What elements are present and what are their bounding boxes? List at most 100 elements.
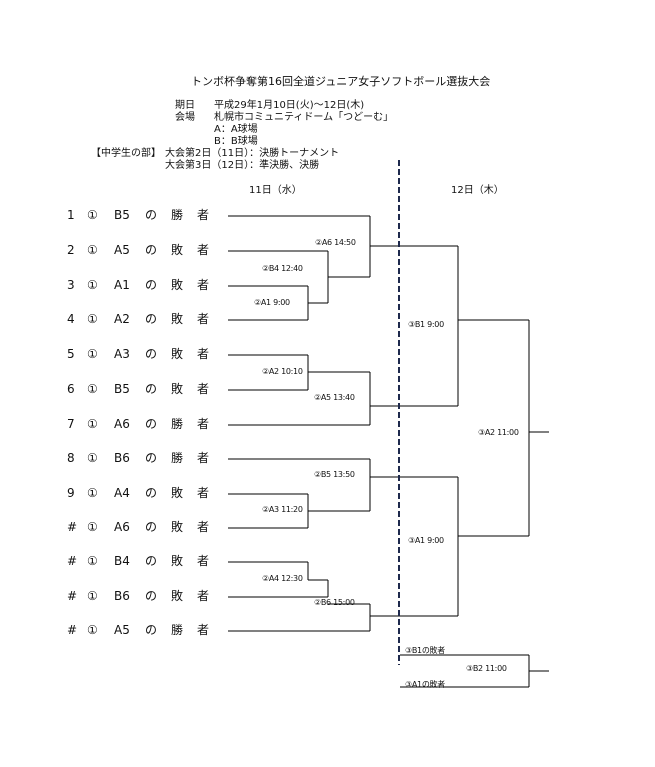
- date-value: 平成29年1月10日(火)～12日(木): [214, 100, 365, 111]
- entry-match: A6: [114, 417, 130, 431]
- entry-number: #: [67, 589, 78, 603]
- entry-round: ①: [87, 486, 98, 500]
- entry-match: B5: [114, 382, 130, 396]
- entry-result: 敗: [171, 520, 184, 534]
- entry-number: 1: [67, 208, 75, 222]
- entry-match: B6: [114, 589, 130, 603]
- entry-particle: の: [145, 520, 158, 534]
- entry-number: #: [67, 554, 78, 568]
- entry-particle: の: [145, 589, 158, 603]
- tournament-title: トンボ杯争奪第16回全道ジュニア女子ソフトボール選抜大会: [191, 75, 491, 88]
- entry-number: 8: [67, 451, 75, 465]
- final-a2-label: ③A2 11:00: [478, 428, 519, 437]
- third-place-b2-label: ③B2 11:00: [466, 664, 507, 673]
- venue-label: 会場: [175, 112, 195, 123]
- entry-result: 敗: [171, 382, 184, 396]
- entry-result: 敗: [171, 554, 184, 568]
- entry-particle: の: [145, 208, 158, 222]
- entry-round: ①: [87, 554, 98, 568]
- entry-particle: の: [145, 451, 158, 465]
- entry-suffix: 者: [197, 382, 210, 396]
- entry-particle: の: [145, 347, 158, 361]
- date-label: 期日: [175, 100, 195, 111]
- entry-number: 7: [67, 417, 75, 431]
- court-b: B：B球場: [214, 136, 258, 147]
- entry-match: B6: [114, 451, 130, 465]
- entry-particle: の: [145, 382, 158, 396]
- entry-suffix: 者: [197, 451, 210, 465]
- entry-suffix: 者: [197, 312, 210, 326]
- entry-match: A2: [114, 312, 130, 326]
- entry-match: B5: [114, 208, 130, 222]
- entry-suffix: 者: [197, 278, 210, 292]
- entry-result: 敗: [171, 243, 184, 257]
- day-12-header: 12日（木）: [451, 185, 504, 196]
- entry-match: A5: [114, 243, 130, 257]
- match-a4-label: ②A4 12:30: [262, 574, 303, 583]
- entry-suffix: 者: [197, 623, 210, 637]
- entry-number: #: [67, 520, 78, 534]
- entry-round: ①: [87, 243, 98, 257]
- entry-number: 3: [67, 278, 75, 292]
- entry-number: 4: [67, 312, 75, 326]
- entry-round: ①: [87, 278, 98, 292]
- entry-suffix: 者: [197, 243, 210, 257]
- day-11-header: 11日（水）: [249, 185, 302, 196]
- entry-particle: の: [145, 623, 158, 637]
- entry-suffix: 者: [197, 347, 210, 361]
- venue-value: 札幌市コミュニティドーム「つどーむ」: [214, 112, 394, 123]
- day2-schedule: 大会第2日（11日）：決勝トーナメント: [165, 148, 340, 159]
- entry-particle: の: [145, 554, 158, 568]
- entry-round: ①: [87, 347, 98, 361]
- match-b5-label: ②B5 13:50: [314, 470, 355, 479]
- court-a: A：A球場: [214, 124, 258, 135]
- entry-suffix: 者: [197, 520, 210, 534]
- entry-particle: の: [145, 312, 158, 326]
- entry-suffix: 者: [197, 208, 210, 222]
- entry-number: 5: [67, 347, 75, 361]
- entry-particle: の: [145, 243, 158, 257]
- entry-result: 勝: [171, 208, 184, 222]
- match-a6-label: ②A6 14:50: [315, 238, 356, 247]
- entry-round: ①: [87, 520, 98, 534]
- entry-result: 敗: [171, 312, 184, 326]
- entry-suffix: 者: [197, 554, 210, 568]
- match-a5-label: ②A5 13:40: [314, 393, 355, 402]
- entry-round: ①: [87, 623, 98, 637]
- a1-loser-label: ③A1の敗者: [405, 680, 445, 689]
- entry-round: ①: [87, 382, 98, 396]
- entry-suffix: 者: [197, 486, 210, 500]
- entry-round: ①: [87, 451, 98, 465]
- entry-number: 9: [67, 486, 75, 500]
- entry-result: 敗: [171, 278, 184, 292]
- entry-match: A6: [114, 520, 130, 534]
- entry-particle: の: [145, 486, 158, 500]
- entry-particle: の: [145, 417, 158, 431]
- b1-loser-label: ③B1の敗者: [405, 646, 445, 655]
- entry-result: 勝: [171, 417, 184, 431]
- entry-suffix: 者: [197, 417, 210, 431]
- entry-result: 勝: [171, 623, 184, 637]
- entry-round: ①: [87, 589, 98, 603]
- entry-number: 6: [67, 382, 75, 396]
- entry-result: 敗: [171, 347, 184, 361]
- match-b6-label: ②B6 15:00: [314, 598, 355, 607]
- division-label: 【中学生の部】: [91, 148, 161, 159]
- entry-result: 勝: [171, 451, 184, 465]
- match-a1-label: ②A1 9:00: [254, 298, 290, 307]
- entry-number: 2: [67, 243, 75, 257]
- entry-round: ①: [87, 312, 98, 326]
- entry-match: A4: [114, 486, 130, 500]
- entry-number: #: [67, 623, 78, 637]
- entry-round: ①: [87, 417, 98, 431]
- entry-match: A5: [114, 623, 130, 637]
- entry-match: B4: [114, 554, 130, 568]
- entry-result: 敗: [171, 589, 184, 603]
- entry-round: ①: [87, 208, 98, 222]
- semifinal-a1-label: ③A1 9:00: [408, 536, 444, 545]
- entry-particle: の: [145, 278, 158, 292]
- match-a3-label: ②A3 11:20: [262, 505, 303, 514]
- match-a2-label: ②A2 10:10: [262, 367, 303, 376]
- match-b4-label: ②B4 12:40: [262, 264, 303, 273]
